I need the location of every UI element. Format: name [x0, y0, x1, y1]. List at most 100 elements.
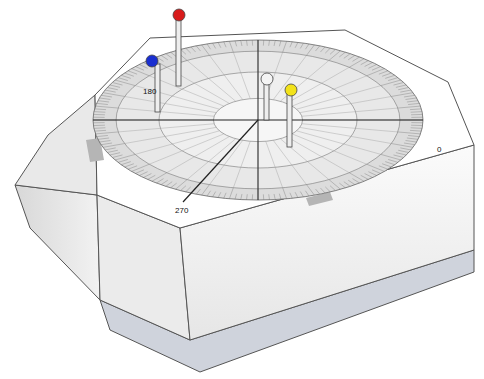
dial-tick — [290, 42, 292, 47]
dial-tick — [410, 130, 421, 132]
dial-radial — [233, 52, 250, 98]
dial-radial — [187, 60, 236, 101]
dial-tick — [411, 117, 423, 118]
dial-tick — [329, 180, 341, 190]
dial-tick — [411, 114, 423, 115]
dial-tick — [118, 159, 128, 162]
dial-tick — [307, 45, 315, 56]
dial-tick — [404, 143, 415, 145]
dial-tick — [161, 180, 168, 185]
dial-tick — [396, 85, 406, 87]
dial-tick — [171, 183, 177, 188]
dial-radial — [302, 108, 398, 116]
dial-tick — [400, 148, 411, 150]
dial-radial — [266, 141, 283, 187]
dial-tick — [224, 42, 226, 47]
dial-tick — [186, 187, 191, 192]
dial-tick — [135, 66, 144, 70]
dial-tick — [196, 189, 200, 194]
dial-tick — [196, 46, 200, 51]
dial-tick — [132, 69, 150, 76]
dial-axis — [258, 120, 259, 200]
dial-tick — [344, 182, 350, 187]
dial-tick — [330, 49, 335, 54]
dial-tick — [279, 194, 281, 200]
pin-shaft — [287, 93, 292, 147]
dial-tick — [121, 75, 131, 78]
dial-radial — [292, 76, 367, 106]
dial-tick — [207, 191, 211, 196]
dial-tick — [98, 138, 109, 139]
dial-tick — [396, 153, 406, 155]
dial-tick — [300, 43, 303, 48]
dial-tick — [274, 194, 275, 200]
dial-axis — [93, 120, 258, 121]
dial-tick — [148, 175, 156, 179]
dial-tick — [103, 144, 125, 148]
dial-tick — [135, 170, 144, 174]
housing — [15, 30, 474, 372]
dial-tick — [95, 108, 106, 110]
dial-axis — [183, 120, 258, 202]
dial-tick — [388, 78, 398, 81]
dial-tick — [128, 166, 137, 169]
dial-radial — [300, 127, 391, 143]
dial-tick — [125, 164, 134, 167]
dial-tick — [283, 41, 287, 52]
dial-tick — [94, 111, 105, 113]
dial-tick — [368, 172, 376, 176]
dial-tick — [166, 54, 172, 59]
left-skirt — [15, 185, 100, 300]
dial-tick — [320, 47, 325, 52]
dial-tick — [224, 193, 226, 198]
dial-tick — [382, 164, 391, 167]
dial-tick — [241, 194, 242, 200]
dial-tick — [202, 185, 210, 196]
dial-tick — [381, 154, 401, 160]
dial-radial — [135, 131, 219, 155]
dial-tick — [410, 108, 421, 110]
dial-radial — [118, 108, 214, 116]
dial-tick — [166, 182, 172, 187]
dial-tick — [115, 80, 135, 86]
dial-tick — [368, 64, 376, 68]
dial-tick — [93, 122, 105, 123]
dial-tick — [398, 132, 421, 134]
dial-radial — [149, 76, 224, 106]
dial-tick — [300, 192, 303, 197]
dial-tick — [361, 61, 369, 65]
dial-tick — [339, 183, 345, 188]
dial-tick — [407, 138, 418, 139]
dial-tick — [329, 51, 341, 61]
left-bevel — [15, 95, 97, 195]
dial-tick — [330, 186, 335, 191]
dial-tick — [235, 194, 237, 200]
dial-tick — [112, 155, 122, 158]
dial-radial — [233, 141, 250, 187]
dial-radial — [167, 137, 230, 173]
dial-tick — [101, 95, 112, 97]
dial-tick — [268, 40, 270, 46]
dial-tick — [97, 103, 108, 104]
dial-tick — [348, 180, 355, 185]
dial-tick — [367, 69, 385, 76]
dial-tick — [110, 153, 120, 155]
dial-tick — [344, 54, 350, 59]
dial-tick — [372, 66, 381, 70]
pins — [146, 9, 297, 147]
scale-label: 270 — [175, 207, 188, 215]
dial-tick — [98, 101, 109, 102]
dial-tick — [268, 194, 270, 200]
dial-tick — [110, 85, 120, 87]
dial-tick — [107, 87, 118, 89]
white-pin-head — [261, 73, 273, 85]
dial-tick — [382, 73, 391, 76]
dial-tick — [400, 90, 411, 92]
dial-radial — [292, 134, 367, 164]
dial-tick — [143, 174, 151, 178]
dial-tick — [411, 125, 423, 126]
dial-tick — [161, 55, 168, 60]
dial-tick — [97, 135, 108, 136]
dial-tick — [107, 150, 118, 152]
dial-tick — [115, 154, 135, 160]
